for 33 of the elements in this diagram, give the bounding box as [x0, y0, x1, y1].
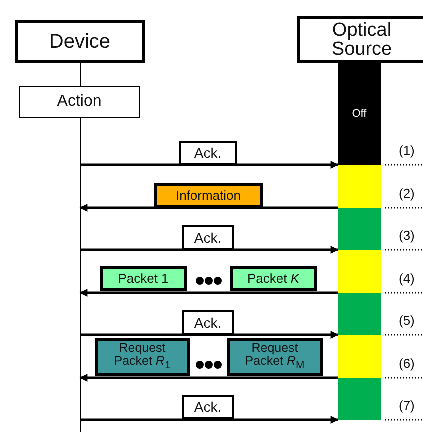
message-box: Ack.: [179, 141, 237, 165]
step-number: (2): [399, 186, 415, 201]
participant-box: Optical Source: [297, 16, 423, 63]
state-bar: [338, 165, 381, 208]
message-box: Ack.: [182, 225, 234, 250]
step-number: (1): [399, 143, 415, 158]
state-bar: [338, 378, 381, 420]
participant-box: Device: [15, 20, 145, 63]
step-number: (5): [399, 313, 415, 328]
message-box: Ack.: [182, 310, 234, 335]
step-number: (7): [399, 398, 415, 413]
message-box: Information: [154, 183, 263, 208]
message-arrow: [80, 246, 339, 254]
state-bar: [338, 335, 381, 378]
state-bar: [338, 293, 381, 335]
message-arrow: [80, 161, 339, 169]
state-bar: [338, 250, 381, 293]
message-arrow: [80, 204, 338, 212]
request-packet-box: Request Packet R$_{1}$: [95, 338, 190, 376]
message-arrow: [80, 289, 338, 297]
action-box: Action: [19, 86, 140, 118]
step-number: (4): [399, 271, 415, 286]
state-bar: [338, 208, 381, 250]
step-number: (3): [399, 228, 415, 243]
message-box: Ack.: [182, 395, 234, 419]
message-arrow: [80, 416, 339, 424]
message-arrow: [80, 374, 338, 382]
packet-box: Packet 1: [100, 266, 187, 291]
request-packet-box: Request Packet R$_{M}$: [227, 338, 323, 376]
state-bar: Off: [338, 63, 381, 165]
step-number: (6): [399, 356, 415, 371]
packet-box: Packet K: [230, 266, 317, 291]
message-arrow: [80, 331, 339, 339]
